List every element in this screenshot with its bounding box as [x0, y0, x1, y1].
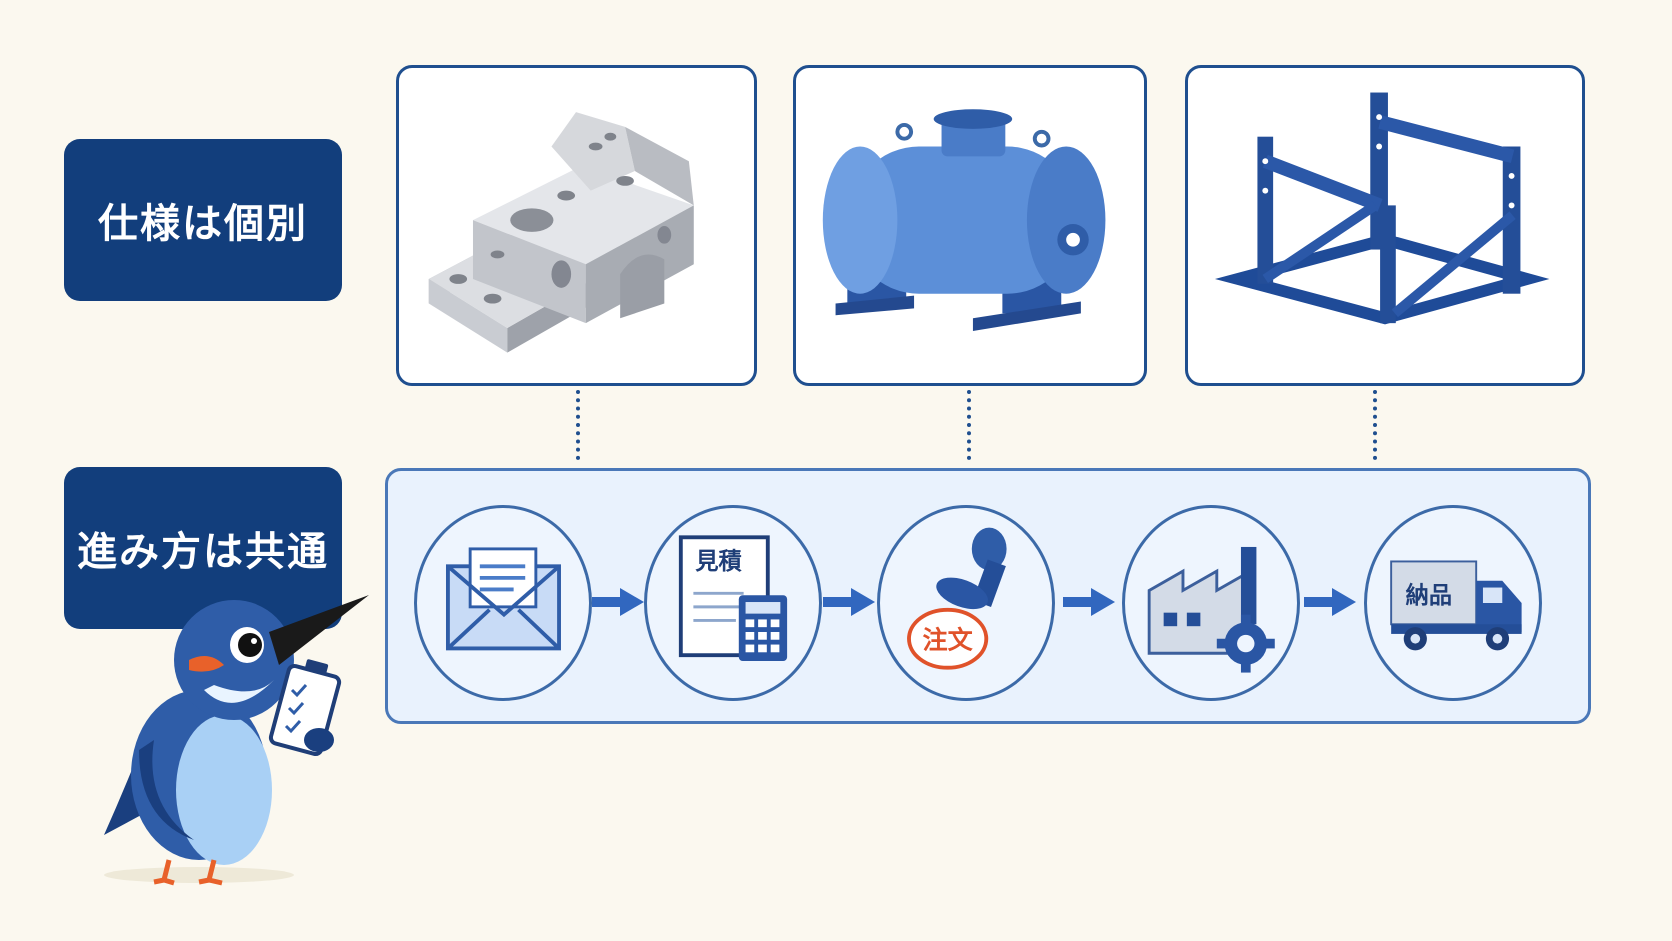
arrow-right-icon [1063, 584, 1115, 620]
step-inquiry [414, 505, 592, 701]
estimate-calculator-icon: 見積 [678, 535, 788, 661]
label-spec: 仕様は個別 [64, 139, 342, 301]
steel-frame-icon [1214, 92, 1550, 325]
step-delivery: 納品 [1364, 505, 1542, 701]
label-process-text: 進み方は共通 [77, 529, 329, 575]
connector-dots-1 [576, 390, 580, 460]
step-order: 注文 [877, 505, 1055, 701]
product-card-pressure-tank [793, 65, 1147, 386]
machined-block-icon [428, 112, 694, 353]
product-card-machined-block [396, 65, 757, 386]
kingfisher-mascot [84, 590, 384, 890]
step-manufacturing [1122, 505, 1300, 701]
estimate-text: 見積 [695, 548, 742, 575]
kingfisher-mascot-icon [104, 595, 369, 886]
envelope-icon [445, 547, 561, 651]
connector-dots-2 [967, 390, 971, 460]
order-text: 注文 [923, 625, 974, 654]
arrow-right-icon [592, 584, 644, 620]
delivery-truck-icon: 納品 [1390, 560, 1522, 651]
label-spec-text: 仕様は個別 [98, 201, 308, 247]
factory-gear-icon [1147, 546, 1275, 673]
label-process: 進み方は共通 [64, 467, 342, 629]
product-card-steel-frame [1185, 65, 1585, 386]
pressure-tank-icon [822, 109, 1106, 331]
delivery-text: 納品 [1406, 582, 1452, 609]
step-estimate: 見積 [644, 505, 822, 701]
order-stamp-icon: 注文 [907, 527, 1007, 670]
arrow-right-icon [1304, 584, 1356, 620]
arrow-right-icon [823, 584, 875, 620]
connector-dots-3 [1373, 390, 1377, 460]
